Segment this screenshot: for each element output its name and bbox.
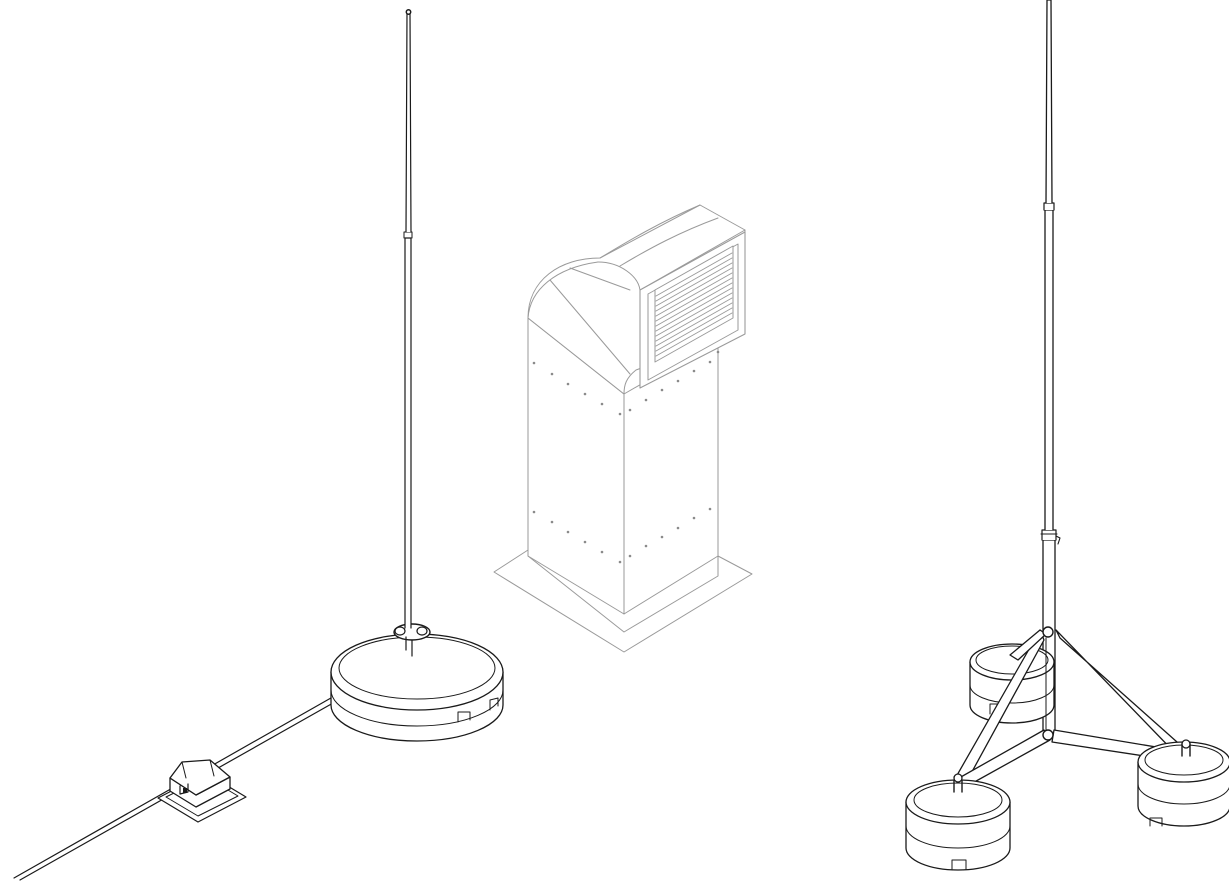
weighted-base (330, 633, 504, 742)
single-mast-air-terminal (13, 9, 504, 881)
ventilation-trunk (527, 317, 719, 615)
panel-rivets (532, 350, 720, 564)
tripod-base-left (905, 773, 1011, 871)
tripod-legs (951, 626, 1187, 791)
rooftop-ventilation-unit (493, 204, 753, 653)
mast-clamp (393, 623, 431, 657)
cable-support-block (157, 759, 247, 823)
tripod-mast-air-terminal (905, 0, 1229, 871)
mast-pole (403, 9, 413, 629)
tripod-base-right (1137, 739, 1229, 827)
tripod-mast-pole (1040, 0, 1061, 741)
louvered-grille (639, 231, 746, 389)
